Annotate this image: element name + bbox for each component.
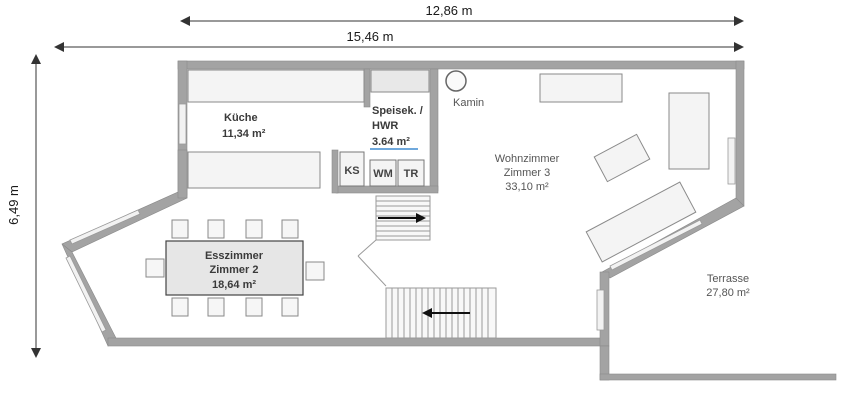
armchair [593, 133, 651, 183]
sofa-right [668, 92, 710, 170]
esszimmer-name-2: Zimmer 2 [210, 264, 259, 276]
label-terrasse: Terrasse 27,80 m² [706, 273, 750, 299]
terrasse-name: Terrasse [707, 273, 749, 285]
speisek-area: 3.64 m² [372, 136, 410, 148]
speisek-name-1: Speisek. / [372, 105, 423, 117]
dimension-top-label: 12,86 m [426, 3, 473, 18]
label-speisekammer: Speisek. / HWR 3.64 m² [370, 105, 423, 150]
kitchen-counter-top [187, 69, 365, 103]
sofa-lower [585, 181, 697, 263]
dining-chairs [145, 219, 325, 317]
dimension-top: 12,86 m [180, 3, 744, 26]
dryer-tr [397, 159, 425, 187]
stairs-arrow-down-head [422, 308, 432, 318]
washing-machine-wm [369, 159, 397, 187]
wohnzimmer-area: 33,10 m² [505, 181, 549, 193]
kueche-area: 11,34 m² [222, 128, 266, 140]
ks-label: KS [344, 165, 359, 177]
terrasse-area: 27,80 m² [706, 287, 750, 299]
label-esszimmer: Esszimmer Zimmer 2 18,64 m² [205, 250, 264, 291]
speisek-name-2: HWR [372, 120, 398, 132]
stairs-arrow-up-head [416, 213, 426, 223]
sideboard [539, 73, 623, 103]
dimension-total-label: 15,46 m [347, 29, 394, 44]
kueche-name: Küche [224, 112, 258, 124]
windows [65, 103, 736, 333]
esszimmer-area: 18,64 m² [212, 279, 256, 291]
fridge-ks [339, 151, 365, 187]
kitchen-counter-bottom [187, 151, 321, 189]
dining-set [145, 219, 325, 317]
wohnzimmer-name-1: Wohnzimmer [495, 153, 560, 165]
kamin: Kamin [445, 70, 484, 109]
tr-label: TR [404, 168, 419, 180]
kitchen-counters [187, 69, 430, 189]
dimension-height: 6,49 m [6, 54, 41, 358]
appliances: KS WM TR [339, 151, 425, 187]
label-kueche: Küche 11,34 m² [222, 112, 266, 140]
stairs-connector [357, 239, 387, 287]
wm-label: WM [373, 168, 393, 180]
pantry-shelf [370, 69, 430, 93]
dining-table [165, 240, 304, 296]
living-room-furniture [539, 73, 710, 263]
esszimmer-name-1: Esszimmer [205, 250, 264, 262]
wohnzimmer-name-2: Zimmer 3 [504, 167, 550, 179]
kamin-icon [445, 70, 467, 92]
kamin-label: Kamin [453, 97, 484, 109]
label-wohnzimmer: Wohnzimmer Zimmer 3 33,10 m² [495, 153, 560, 193]
dimension-total: 15,46 m [54, 29, 744, 52]
dimension-height-label: 6,49 m [6, 185, 21, 225]
